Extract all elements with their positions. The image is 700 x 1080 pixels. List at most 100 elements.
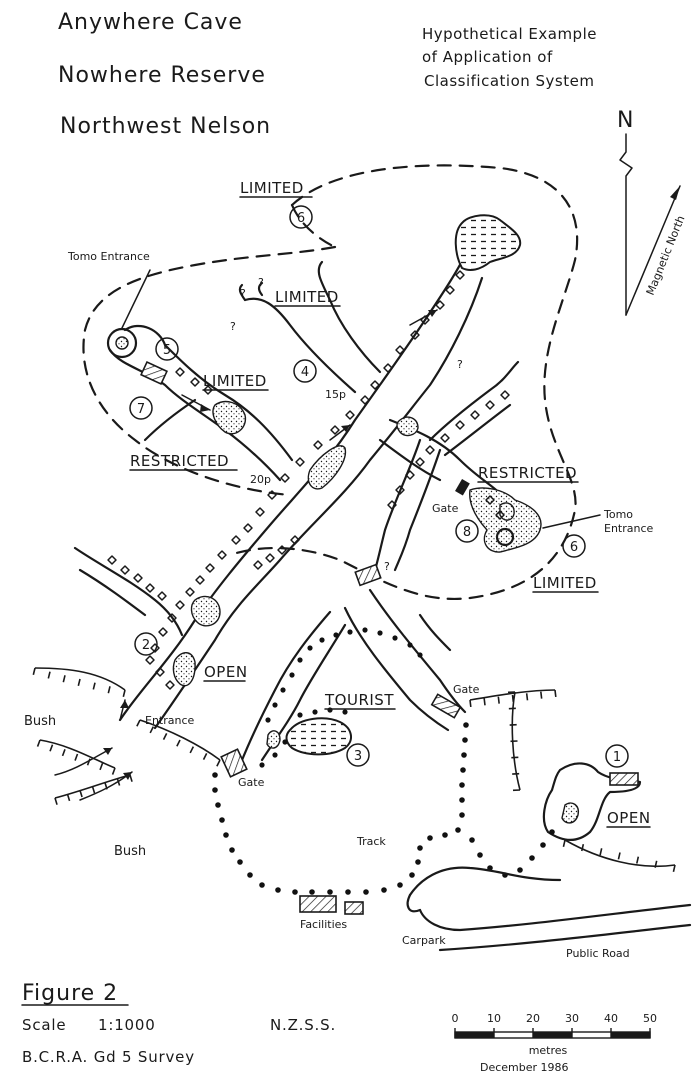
map-labels: Tomo Entrance Tomo Entrance 15p 20p Gate… [24,250,654,960]
tourist-route-dot [272,702,278,708]
floor-diamond-icon [440,433,450,443]
upper-branch-wall-b [317,260,382,374]
tourist-route-dot [392,635,398,641]
deposit-5 [396,416,419,437]
track-dot [381,887,387,893]
track-dot [460,767,466,773]
true-north-line-icon [619,133,633,316]
floor-diamond-icon [500,390,510,400]
floor-diamond-icon [383,363,393,373]
track-dot [219,817,225,823]
facility-building-2 [344,901,364,915]
bush-tick [599,848,603,856]
label-pitch-20: 20p [250,473,271,486]
tourist-route-dot [319,637,325,643]
track-dot [517,867,523,873]
scale-tick-label: 50 [643,1012,657,1025]
tourist-route-dot [407,642,413,648]
zone-circle-3 [346,743,370,767]
deposit-6 [266,730,281,749]
scale-bar-segment [533,1032,572,1038]
tourist-water-chamber [285,717,352,756]
description-line-1: Hypothetical Example [422,25,597,43]
tourist-route-dot [282,739,288,745]
scale-tick-label: 10 [487,1012,501,1025]
deposit-3 [190,595,221,627]
bush-tick [525,693,529,701]
society-label: N.Z.S.S. [270,1016,336,1034]
bush-tick [77,678,81,686]
tomo-entrance-right-shaft [495,527,515,547]
tourist-route-dot [272,752,278,758]
bush-tick [189,746,195,754]
region-name: Northwest Nelson [60,114,271,139]
floor-diamond-icon [167,613,177,623]
zone-circle-6-right [562,534,586,558]
scale-bar-segment [611,1032,650,1038]
scale-label: Scale [22,1016,66,1034]
tourist-passage-left [238,610,332,767]
floor-diamond-icon [425,445,435,455]
floor-diamond-icon [280,473,290,483]
tourist-route-dot [280,687,286,693]
bush-tick [107,686,111,694]
carpark-edge-top [408,866,562,897]
track-dot [275,887,281,893]
north-label: N [617,108,633,133]
label-carpark: Carpark [402,934,446,947]
track-dot [247,872,253,878]
bush-tick [483,698,486,706]
bush-tick [162,732,168,740]
track-dot [459,812,465,818]
label-bush-bottom: Bush [114,844,146,859]
floor-diamond-icon [290,535,300,545]
magnetic-arrowhead-icon [670,186,680,200]
flow-arrowhead-6-icon [200,404,210,412]
track-dot [212,772,218,778]
floor-diamond-icon [217,550,227,560]
deposit-4 [172,652,196,687]
scale-tick-label: 20 [526,1012,540,1025]
label-gate-tourist: Gate [453,683,480,696]
track-dot [459,782,465,788]
zone-label-limited-mid: LIMITED [275,288,339,306]
zone-number-4: 4 [301,365,309,380]
track-dot [345,889,351,895]
gate-right-marker [455,478,470,496]
floor-diamond-icon [313,440,323,450]
track-dot [529,855,535,861]
zone-circle-5 [155,337,179,361]
floor-diamond-icon [175,600,185,610]
flow-arrowhead-2-icon [123,772,132,780]
bush-tick [99,763,104,771]
tomo-shaft-left-core [115,336,129,350]
track-dot [459,797,465,803]
bush-tick [61,749,66,757]
bush-tick [54,797,58,805]
bush-tick [136,719,141,727]
label-facilities: Facilities [300,918,347,931]
floor-diamond-icon [410,330,420,340]
upper-branch-wall-a [243,297,357,394]
bush-tick [202,752,208,760]
title-block: Anywhere Cave Nowhere Reserve Northwest … [58,10,271,139]
pitch-left-hatch [140,360,168,386]
floor-diamond-icon [107,555,117,565]
scale-tick-label: 30 [565,1012,579,1025]
track-dot [237,859,243,865]
track-dot [309,889,315,895]
gate-bottom-hatch [220,748,248,778]
floor-diamond-icon [445,285,455,295]
tomo-left-pointer-icon [121,269,151,329]
bush-tick [79,790,83,798]
tourist-route-dot [307,645,313,651]
bush-tick [32,667,36,675]
scale-tick-label: 0 [452,1012,459,1025]
floor-diamond-icon [145,655,155,665]
floor-diamond-icon [243,523,253,533]
flow-arrowhead-1-icon [103,748,112,755]
tourist-route-dot [377,630,383,636]
floor-diamond-icon [370,380,380,390]
bush-tick [129,774,133,782]
question-mark-2: ? [230,320,236,333]
